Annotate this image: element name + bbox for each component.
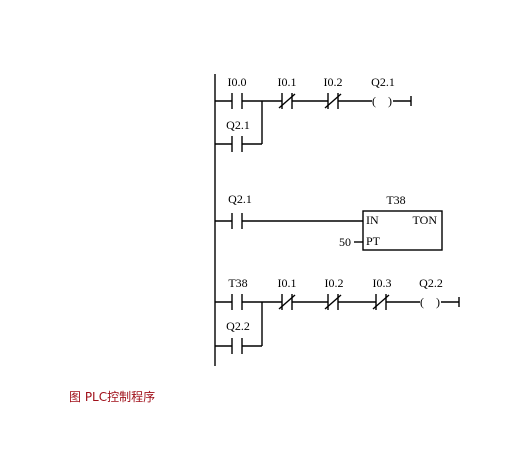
branch-contact-q2-1: Q2.1 bbox=[215, 101, 263, 152]
timer-pt-label: PT bbox=[366, 234, 381, 248]
rung-2: Q2.1 T38 IN TON PT 50 bbox=[215, 192, 443, 251]
timer-name: T38 bbox=[386, 193, 405, 207]
contact-no-i0-0: I0.0 bbox=[228, 75, 247, 109]
rung-3: T38 I0.1 I0.2 I0.3 ( ) Q2.2 bbox=[215, 276, 460, 354]
contact-nc-i0-2: I0.2 bbox=[324, 75, 343, 109]
coil-close-paren: ) bbox=[436, 295, 440, 309]
coil-q2-2: ( ) Q2.2 bbox=[419, 276, 460, 309]
timer-block-t38: T38 IN TON PT 50 bbox=[339, 193, 443, 251]
contact-label: Q2.1 bbox=[226, 118, 250, 132]
contact-nc-i0-1: I0.1 bbox=[278, 276, 297, 310]
coil-open-paren: ( bbox=[372, 94, 376, 108]
contact-label: I0.2 bbox=[325, 276, 344, 290]
contact-nc-i0-1: I0.1 bbox=[278, 75, 297, 109]
coil-open-paren: ( bbox=[420, 295, 424, 309]
branch-contact-q2-2: Q2.2 bbox=[215, 302, 263, 354]
contact-nc-i0-3: I0.3 bbox=[373, 276, 392, 310]
timer-preset: 50 bbox=[339, 235, 351, 249]
contact-label: I0.0 bbox=[228, 75, 247, 89]
contact-no-t38: T38 bbox=[228, 276, 248, 310]
coil-q2-1: ( ) Q2.1 bbox=[371, 75, 412, 108]
contact-label: I0.3 bbox=[373, 276, 392, 290]
contact-nc-i0-2: I0.2 bbox=[325, 276, 344, 310]
contact-no-q2-1: Q2.1 bbox=[228, 192, 252, 229]
contact-label: Q2.1 bbox=[228, 192, 252, 206]
timer-in-label: IN bbox=[366, 213, 379, 227]
contact-label: T38 bbox=[228, 276, 247, 290]
contact-label: Q2.2 bbox=[226, 319, 250, 333]
contact-label: I0.1 bbox=[278, 276, 297, 290]
rung-1: I0.0 I0.1 I0.2 ( ) Q2.1 bbox=[215, 75, 412, 152]
coil-close-paren: ) bbox=[388, 94, 392, 108]
coil-label: Q2.1 bbox=[371, 75, 395, 89]
figure-caption: 图 PLC控制程序 bbox=[69, 390, 156, 404]
timer-type-label: TON bbox=[413, 213, 438, 227]
contact-label: I0.1 bbox=[278, 75, 297, 89]
coil-label: Q2.2 bbox=[419, 276, 443, 290]
contact-label: I0.2 bbox=[324, 75, 343, 89]
